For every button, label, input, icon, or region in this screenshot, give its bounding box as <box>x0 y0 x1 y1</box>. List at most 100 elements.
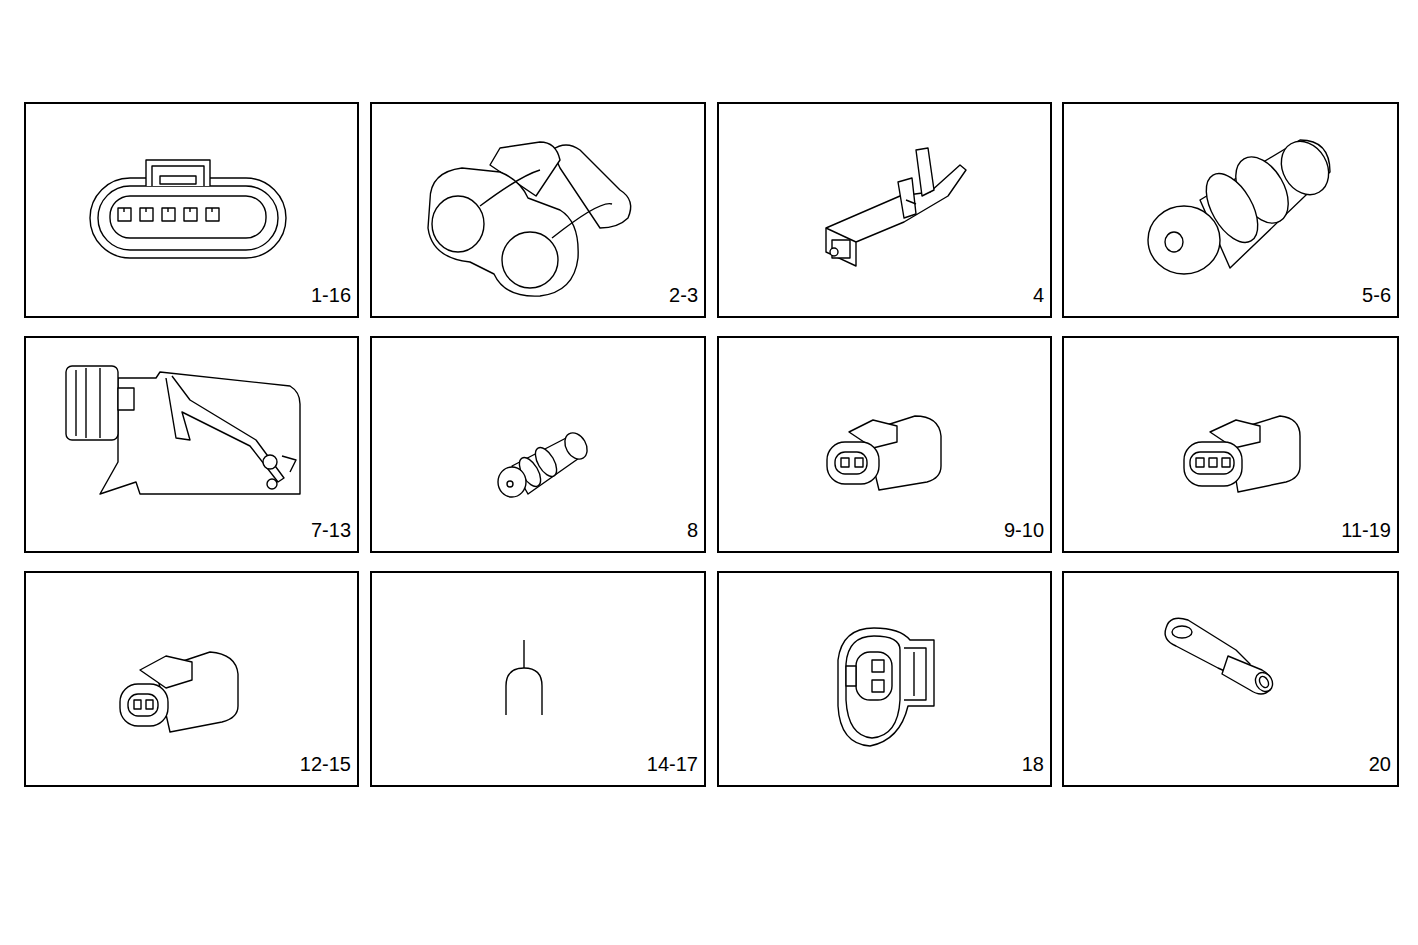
five-pin-connector-part <box>189 208 190 212</box>
five-pin-connector-part <box>160 176 196 184</box>
ring-terminal-part <box>1172 626 1192 638</box>
five-pin-connector <box>90 160 286 258</box>
callout-number: 14-17 <box>647 753 698 775</box>
five-pin-connector-part <box>110 196 266 238</box>
callout-number: 4 <box>1033 284 1044 306</box>
wire-end-symbol-part <box>506 668 542 715</box>
callout-number: 1-16 <box>311 284 351 306</box>
three-pin-connector-part <box>1209 458 1217 467</box>
five-pin-connector-part <box>162 208 175 221</box>
double-boot-part <box>432 196 484 252</box>
three-pin-connector-part <box>1222 458 1230 467</box>
round-connector-face-part <box>872 660 884 672</box>
connector-side-view-part <box>118 388 134 410</box>
five-pin-connector-part <box>152 166 204 186</box>
crimp-terminal-part <box>906 200 916 204</box>
ring-terminal <box>1165 618 1276 694</box>
two-pin-connector-part <box>835 452 867 474</box>
ring-terminal-part <box>1252 669 1276 694</box>
five-pin-connector-part <box>90 178 286 258</box>
three-pin-connector-part <box>1190 452 1234 474</box>
two-pin-connector-part <box>140 656 192 688</box>
five-pin-connector-part <box>118 208 131 221</box>
connector-side-view-part <box>66 366 118 440</box>
double-boot <box>428 142 631 296</box>
connector-side-view <box>66 366 300 494</box>
round-connector-face-part <box>904 648 926 700</box>
part-panel: 12-15 <box>24 571 359 787</box>
wire-seal-part <box>1165 232 1183 252</box>
wire-seal-part <box>1148 206 1220 274</box>
three-pin-connector-part <box>1196 458 1204 467</box>
callout-number: 18 <box>1022 753 1044 775</box>
five-pin-connector-part <box>206 208 219 221</box>
five-pin-connector-part <box>167 208 168 212</box>
two-pin-connector <box>827 416 941 490</box>
double-boot-part <box>502 232 558 288</box>
two-pin-connector-part <box>146 700 153 709</box>
part-panel: 20 <box>1062 571 1399 787</box>
callout-number: 9-10 <box>1004 519 1044 541</box>
part-panel: 4 <box>717 102 1052 318</box>
five-pin-connector-part <box>211 208 212 212</box>
two-pin-connector-part <box>120 684 168 726</box>
callout-number: 11-19 <box>1341 519 1391 541</box>
three-pin-connector-part <box>1184 442 1242 486</box>
double-boot-part <box>428 168 578 296</box>
small-seal-part <box>507 481 513 487</box>
small-seal <box>498 429 592 497</box>
part-panel: 5-6 <box>1062 102 1399 318</box>
two-pin-connector-part <box>855 458 863 467</box>
part-panel: 1-16 <box>24 102 359 318</box>
part-panel: 7-13 <box>24 336 359 553</box>
five-pin-connector-part <box>184 208 197 221</box>
crimp-terminal-part <box>830 248 838 256</box>
round-connector-face-part <box>913 652 914 696</box>
part-panel: 11-19 <box>1062 336 1399 553</box>
double-boot-part <box>480 170 540 206</box>
connector-side-view-part <box>85 368 86 438</box>
connector-side-view-part <box>99 368 100 438</box>
callout-number: 20 <box>1369 753 1391 775</box>
callout-number: 7-13 <box>311 519 351 541</box>
round-connector-face-part <box>846 666 856 686</box>
callout-number: 5-6 <box>1362 284 1391 306</box>
three-pin-connector <box>1184 416 1300 492</box>
crimp-terminal-part <box>898 178 916 218</box>
connector-side-view-part <box>282 456 296 472</box>
small-seal-part <box>498 467 526 497</box>
two-pin-connector-part <box>841 458 849 467</box>
wire-end-symbol <box>506 640 542 715</box>
small-seal-part <box>560 429 591 463</box>
part-panel: 8 <box>370 336 706 553</box>
two-pin-connector-part <box>128 694 158 716</box>
callout-number: 12-15 <box>300 753 351 775</box>
round-connector-face <box>838 628 934 746</box>
wire-end-symbol-part <box>523 640 524 668</box>
wire-seal <box>1148 133 1338 274</box>
crimp-terminal <box>826 148 966 266</box>
five-pin-connector-part <box>123 208 124 212</box>
two-pin-connector-part <box>827 442 879 484</box>
connector-side-view-part <box>267 479 277 489</box>
callout-number: 8 <box>687 519 698 541</box>
callout-number: 2-3 <box>669 284 698 306</box>
two-pin-connector <box>120 652 238 732</box>
part-panel: 2-3 <box>370 102 706 318</box>
round-connector-face-part <box>838 628 934 746</box>
two-pin-connector-part <box>134 700 141 709</box>
five-pin-connector-part <box>140 208 153 221</box>
connector-side-view-part <box>100 372 300 494</box>
five-pin-connector-part <box>146 160 210 186</box>
round-connector-face-part <box>856 652 892 700</box>
part-panel: 9-10 <box>717 336 1052 553</box>
part-panel: 18 <box>717 571 1052 787</box>
crimp-terminal-part <box>826 165 966 266</box>
ring-terminal-part <box>1258 675 1271 689</box>
round-connector-face-part <box>872 680 884 692</box>
round-connector-face-part <box>846 636 900 738</box>
five-pin-connector-part <box>98 186 278 250</box>
